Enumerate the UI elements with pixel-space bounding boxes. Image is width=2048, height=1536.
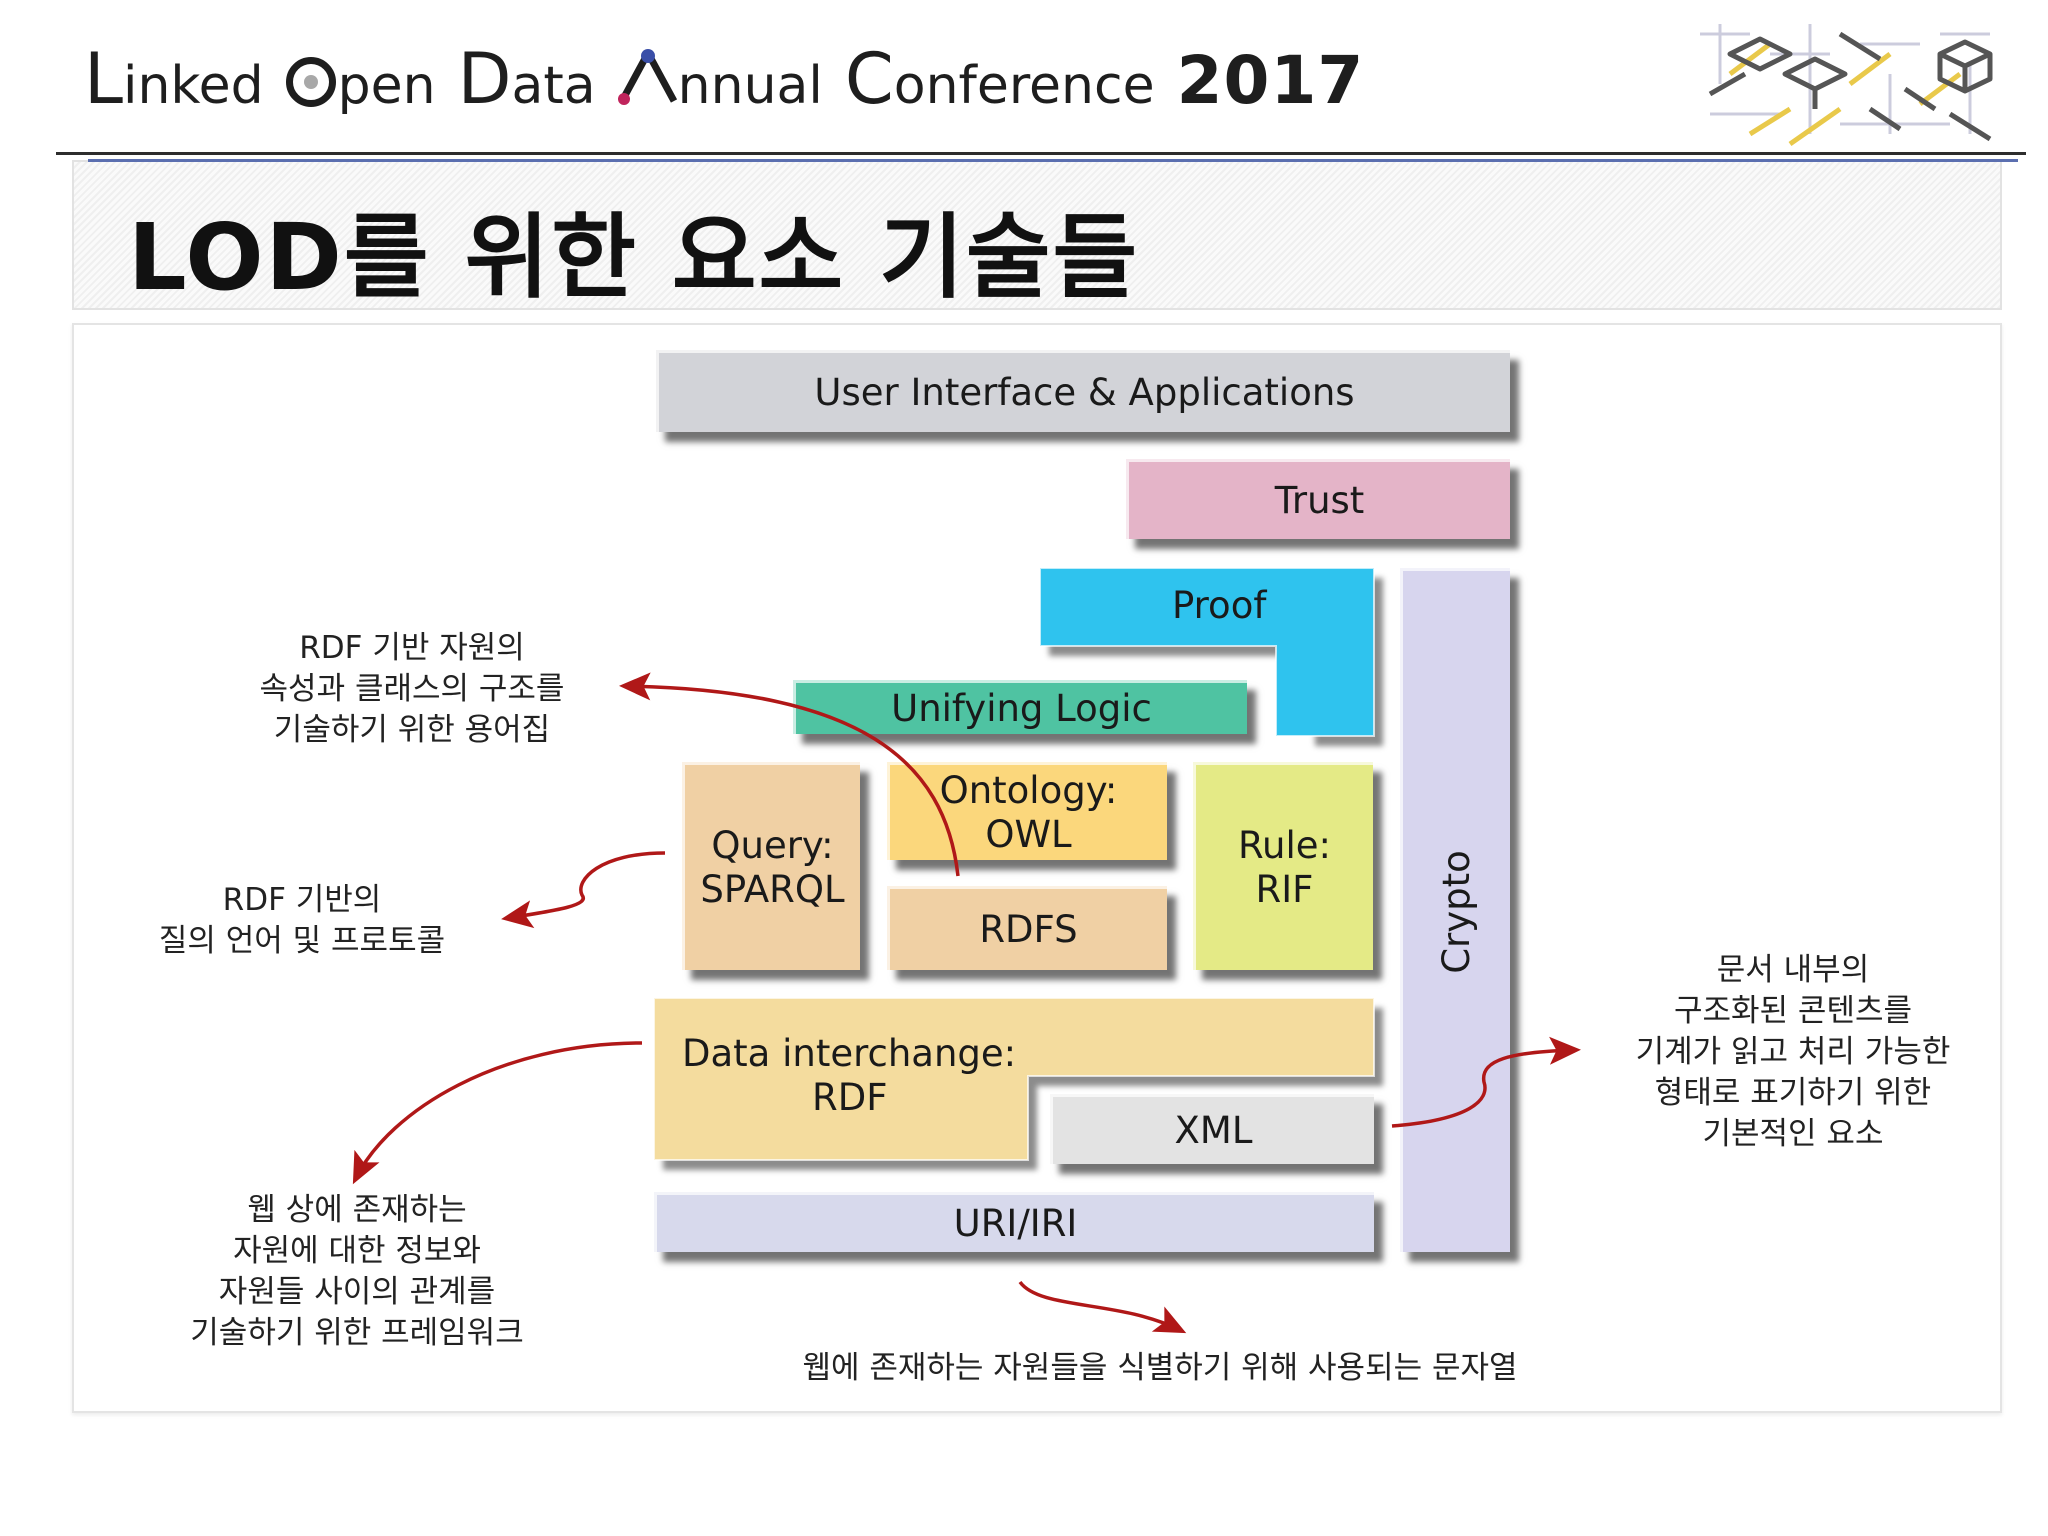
annotation-rdf-line: 웹 상에 존재하는	[247, 1192, 467, 1228]
layer-trust: Trust	[1126, 459, 1510, 539]
annotation-rdfs-line: 속성과 클래스의 구조를	[259, 671, 565, 707]
layer-proof-label: Proof	[1172, 584, 1267, 627]
layer-unifying-logic: Unifying Logic	[793, 680, 1247, 734]
annotation-rdf-line: 기술하기 위한 프레임워크	[190, 1315, 524, 1351]
conference-title: Linked pen Data nnual Conference 2017	[84, 38, 1364, 138]
annotation-xml-line: 기본적인 요소	[1702, 1116, 1884, 1152]
data-interchange-label-line1: Data interchange:	[682, 1032, 1017, 1075]
rule-label-line2: RIF	[1255, 867, 1314, 911]
layer-query-sparql: Query:SPARQL	[682, 762, 860, 970]
header-divider	[56, 152, 2026, 155]
query-label-line1: Query:	[711, 823, 834, 867]
data-interchange-label-line2: RDF	[812, 1076, 888, 1119]
annotation-sparql-line: 질의 언어 및 프로토콜	[158, 923, 446, 959]
layer-uri-iri-label: URI/IRI	[953, 1201, 1078, 1245]
layer-rule-rif: Rule:RIF	[1193, 762, 1373, 970]
rule-label-line1: Rule:	[1237, 823, 1331, 867]
ontology-label-line2: OWL	[985, 812, 1072, 856]
annotation-uri-line: 웹에 존재하는 자원들을 식별하기 위해 사용되는 문자열	[802, 1350, 1518, 1386]
layer-xml: XML	[1050, 1094, 1374, 1164]
title-year: 2017	[1176, 42, 1365, 119]
annotation-sparql: RDF 기반의 질의 언어 및 프로토콜	[130, 880, 474, 962]
title-word-linked: Linked	[84, 38, 264, 120]
title-word-conference: Conference	[844, 38, 1155, 120]
ontology-label-line1: Ontology:	[939, 768, 1118, 812]
layer-uri-iri: URI/IRI	[654, 1192, 1374, 1252]
annotation-rdf-line: 자원들 사이의 관계를	[218, 1274, 496, 1310]
layer-proof: Proof	[1039, 567, 1383, 746]
layer-ui-applications-label: User Interface & Applications	[814, 370, 1355, 414]
annotation-rdfs: RDF 기반 자원의 속성과 클래스의 구조를 기술하기 위한 용어집	[230, 628, 594, 751]
annotation-xml-line: 문서 내부의	[1716, 952, 1870, 988]
annotation-rdf-line: 자원에 대한 정보와	[233, 1233, 481, 1269]
annotation-xml-line: 기계가 읽고 처리 가능한	[1635, 1034, 1951, 1070]
title-word-open: pen	[285, 56, 436, 116]
annotation-sparql-line: RDF 기반의	[222, 882, 382, 918]
annotation-uri: 웹에 존재하는 자원들을 식별하기 위해 사용되는 문자열	[720, 1348, 1600, 1389]
layer-xml-label: XML	[1174, 1108, 1253, 1152]
layer-rdfs: RDFS	[887, 886, 1167, 970]
annotation-rdfs-line: RDF 기반 자원의	[299, 630, 525, 666]
layer-ontology-owl: Ontology:OWL	[887, 762, 1167, 860]
layer-trust-label: Trust	[1274, 478, 1365, 522]
maze-cube-logo-icon	[1690, 14, 2010, 149]
annotation-rdfs-line: 기술하기 위한 용어집	[273, 712, 551, 748]
title-word-data: Data	[457, 38, 596, 120]
annotation-xml-line: 형태로 표기하기 위한	[1654, 1075, 1932, 1111]
layer-unifying-logic-label: Unifying Logic	[891, 686, 1152, 730]
annotation-xml: 문서 내부의 구조화된 콘텐츠를 기계가 읽고 처리 가능한 형태로 표기하기 …	[1598, 950, 1988, 1155]
query-label-line2: SPARQL	[700, 867, 845, 911]
layer-ui-applications: User Interface & Applications	[656, 350, 1510, 432]
layer-rdfs-label: RDFS	[979, 907, 1078, 951]
a-triangle-icon	[617, 47, 678, 105]
o-circle-icon	[285, 57, 336, 107]
annotation-xml-line: 구조화된 콘텐츠를	[1673, 993, 1912, 1029]
annotation-rdf: 웹 상에 존재하는 자원에 대한 정보와 자원들 사이의 관계를 기술하기 위한…	[150, 1190, 564, 1354]
layer-crypto: Crypto	[1400, 568, 1510, 1252]
layer-data-interchange-rdf: Data interchange: RDF	[653, 997, 1383, 1170]
layer-crypto-label: Crypto	[1434, 849, 1478, 974]
title-word-annual: nnual	[617, 47, 823, 116]
page-title: LOD를 위한 요소 기술들	[128, 204, 1140, 311]
title-band	[72, 159, 2018, 310]
